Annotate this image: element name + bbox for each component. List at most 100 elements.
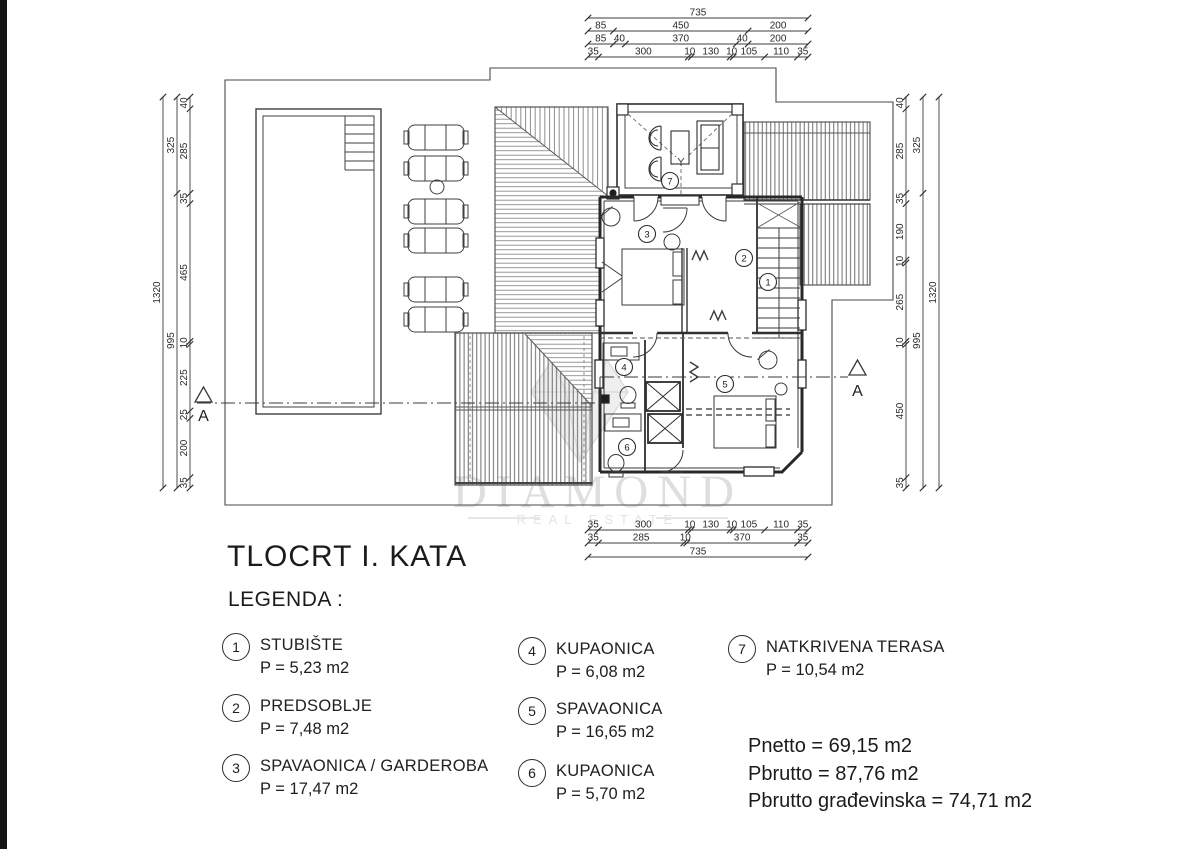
svg-text:10: 10 — [895, 255, 906, 267]
pool — [255, 108, 382, 415]
svg-text:10: 10 — [680, 533, 692, 544]
legend-item: 3 SPAVAONICA / GARDEROBA P = 17,47 m2 — [222, 754, 489, 799]
legend-number: 6 — [518, 759, 546, 787]
svg-text:85: 85 — [595, 21, 607, 32]
total-brutto: Pbrutto = 87,76 m2 — [748, 762, 919, 785]
section-label-left: A — [198, 408, 209, 425]
section-marker-triangle — [847, 358, 868, 376]
svg-text:200: 200 — [770, 34, 787, 45]
svg-text:105: 105 — [741, 47, 758, 58]
svg-text:110: 110 — [773, 520, 789, 531]
svg-text:7: 7 — [667, 176, 672, 187]
svg-text:35: 35 — [588, 533, 600, 544]
svg-text:450: 450 — [895, 402, 906, 419]
svg-text:110: 110 — [773, 47, 789, 58]
svg-text:4: 4 — [621, 362, 626, 373]
legend-room-name: KUPAONICA — [556, 762, 655, 780]
svg-text:200: 200 — [179, 439, 190, 456]
svg-text:35: 35 — [895, 477, 906, 489]
svg-text:25: 25 — [179, 409, 190, 421]
svg-text:300: 300 — [635, 520, 652, 531]
section-marker-triangle — [193, 385, 214, 403]
svg-text:35: 35 — [179, 477, 190, 489]
svg-text:85: 85 — [595, 34, 607, 45]
svg-text:465: 465 — [179, 264, 190, 281]
svg-text:1: 1 — [765, 277, 770, 288]
svg-text:35: 35 — [895, 192, 906, 204]
nightstand — [774, 382, 788, 396]
svg-text:130: 130 — [702, 520, 719, 531]
svg-text:735: 735 — [690, 547, 707, 558]
svg-text:285: 285 — [179, 142, 190, 159]
armchair — [601, 207, 621, 227]
stairs-arrow — [756, 201, 801, 229]
legend-room-area: P = 5,23 m2 — [260, 659, 350, 677]
roof-outline-dashed — [627, 113, 733, 195]
windows — [594, 237, 807, 477]
svg-text:285: 285 — [895, 142, 906, 159]
room-number-circles: 1 2 3 4 5 6 7 — [614, 171, 778, 457]
svg-text:35: 35 — [588, 47, 600, 58]
svg-text:10: 10 — [726, 47, 738, 58]
legend-item: 7 NATKRIVENA TERASA P = 10,54 m2 — [728, 635, 945, 680]
legend-room-name: NATKRIVENA TERASA — [766, 638, 945, 656]
svg-text:5: 5 — [722, 379, 727, 390]
wall-niche — [660, 195, 700, 206]
zigzag — [688, 361, 700, 383]
svg-text:370: 370 — [734, 533, 751, 544]
zigzag — [691, 249, 709, 262]
legend-number: 4 — [518, 637, 546, 665]
pergola-hatch-right — [743, 121, 871, 286]
svg-text:735: 735 — [690, 8, 707, 19]
svg-text:225: 225 — [179, 369, 190, 386]
wall-post — [600, 394, 610, 404]
svg-text:40: 40 — [895, 97, 906, 109]
svg-text:10: 10 — [895, 337, 906, 349]
furniture — [600, 206, 788, 478]
svg-text:1320: 1320 — [152, 281, 163, 304]
total-netto: Pnetto = 69,15 m2 — [748, 735, 913, 757]
total-brutto-gradevinska: Pbrutto građevinska = 74,71 m2 — [748, 790, 1033, 812]
basin — [663, 233, 681, 251]
svg-text:325: 325 — [166, 136, 177, 153]
svg-text:40: 40 — [737, 34, 749, 45]
svg-text:130: 130 — [702, 47, 719, 58]
legend-item: 4 KUPAONICA P = 6,08 m2 — [518, 637, 655, 682]
page-title: TLOCRT I. KATA — [227, 540, 468, 573]
pergola-hatch-lower — [454, 332, 593, 486]
svg-text:6: 6 — [624, 442, 629, 453]
svg-text:40: 40 — [179, 97, 190, 109]
legend-room-name: SPAVAONICA / GARDEROBA — [260, 757, 489, 775]
legend-item: 6 KUPAONICA P = 5,70 m2 — [518, 759, 655, 804]
building-walls — [598, 195, 804, 474]
svg-text:200: 200 — [770, 21, 787, 32]
legend-room-area: P = 16,65 m2 — [556, 723, 655, 741]
svg-text:3: 3 — [644, 229, 649, 240]
svg-text:35: 35 — [797, 520, 809, 531]
terrace-sofa — [696, 120, 724, 175]
zigzag — [709, 309, 727, 322]
svg-text:995: 995 — [912, 332, 923, 349]
terrace-chair — [648, 156, 662, 182]
svg-text:2: 2 — [741, 253, 746, 264]
legend-item: 1 STUBIŠTE P = 5,23 m2 — [222, 633, 350, 678]
side-table — [429, 179, 445, 195]
terrace-column — [609, 189, 617, 197]
page-left-border — [0, 0, 7, 849]
legend-room-name: STUBIŠTE — [260, 636, 344, 654]
svg-text:40: 40 — [614, 34, 626, 45]
legend-room-area: P = 10,54 m2 — [766, 661, 865, 679]
section-label-right: A — [852, 383, 863, 400]
svg-text:10: 10 — [726, 520, 738, 531]
legend-number: 2 — [222, 694, 250, 722]
svg-text:325: 325 — [912, 136, 923, 153]
svg-text:265: 265 — [895, 293, 906, 310]
armchair — [758, 350, 778, 370]
site-boundary — [224, 67, 894, 506]
watermark-subtext: REAL ESTATE — [517, 512, 680, 527]
terrace — [606, 103, 744, 200]
roof-over-dashed — [600, 337, 802, 416]
doors — [632, 196, 753, 473]
